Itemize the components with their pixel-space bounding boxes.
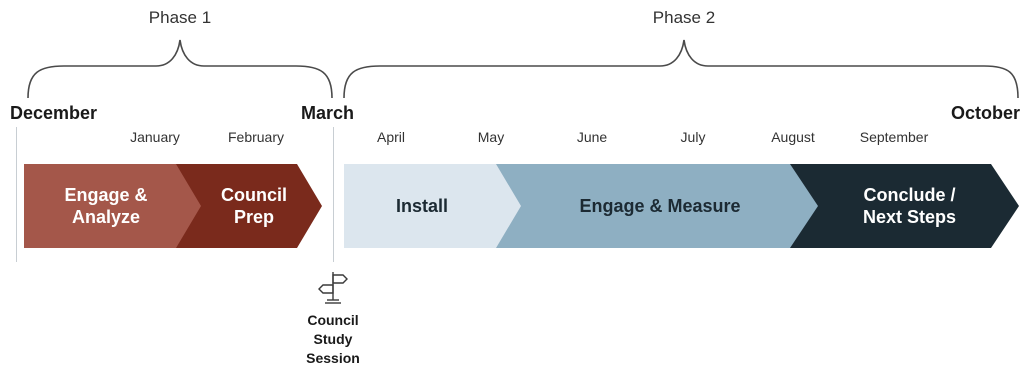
milestone-council-study-session: Council Study Session	[288, 268, 378, 366]
month-july: July	[680, 129, 706, 145]
stage-council-prep-line1: Council	[221, 185, 287, 205]
phase-2-label: Phase 2	[652, 8, 716, 27]
divider-december	[16, 127, 17, 262]
milestone-line2: Study	[313, 331, 353, 347]
stage-install-line1: Install	[395, 196, 448, 216]
stage-engage-measure: Engage & Measure	[496, 164, 824, 248]
month-february: February	[227, 129, 285, 145]
stage-conclude-next-steps: Conclude / Next Steps	[790, 164, 1019, 248]
phase-1-bracket	[27, 39, 333, 99]
milestone-line3: Session	[306, 350, 360, 366]
signpost-icon	[318, 272, 348, 304]
month-december: December	[10, 103, 98, 123]
month-june: June	[576, 129, 608, 145]
month-august: August	[771, 129, 815, 145]
month-september: September	[859, 129, 929, 145]
milestone-line1: Council	[307, 312, 359, 328]
milestone-label: Council Study Session	[288, 311, 378, 368]
stage-engage-measure-line1: Engage & Measure	[579, 196, 741, 216]
stage-engage-analyze: Engage & Analyze	[24, 164, 204, 248]
stage-engage-analyze-line2: Analyze	[71, 207, 140, 227]
month-april: April	[376, 129, 405, 145]
divider-march	[333, 127, 334, 262]
month-january: January	[130, 129, 180, 145]
month-may: May	[477, 129, 505, 145]
month-october: October	[950, 103, 1020, 123]
phase-1-label: Phase 1	[148, 8, 212, 27]
month-march: March	[301, 103, 355, 123]
stage-engage-analyze-line1: Engage &	[64, 185, 148, 205]
stage-conclude-line1: Conclude /	[863, 185, 956, 205]
phase-2-bracket	[343, 39, 1019, 99]
stage-council-prep-line2: Prep	[233, 207, 275, 227]
stage-conclude-line2: Next Steps	[862, 207, 957, 227]
stage-install: Install	[344, 164, 522, 248]
phase-brackets	[27, 39, 1019, 99]
